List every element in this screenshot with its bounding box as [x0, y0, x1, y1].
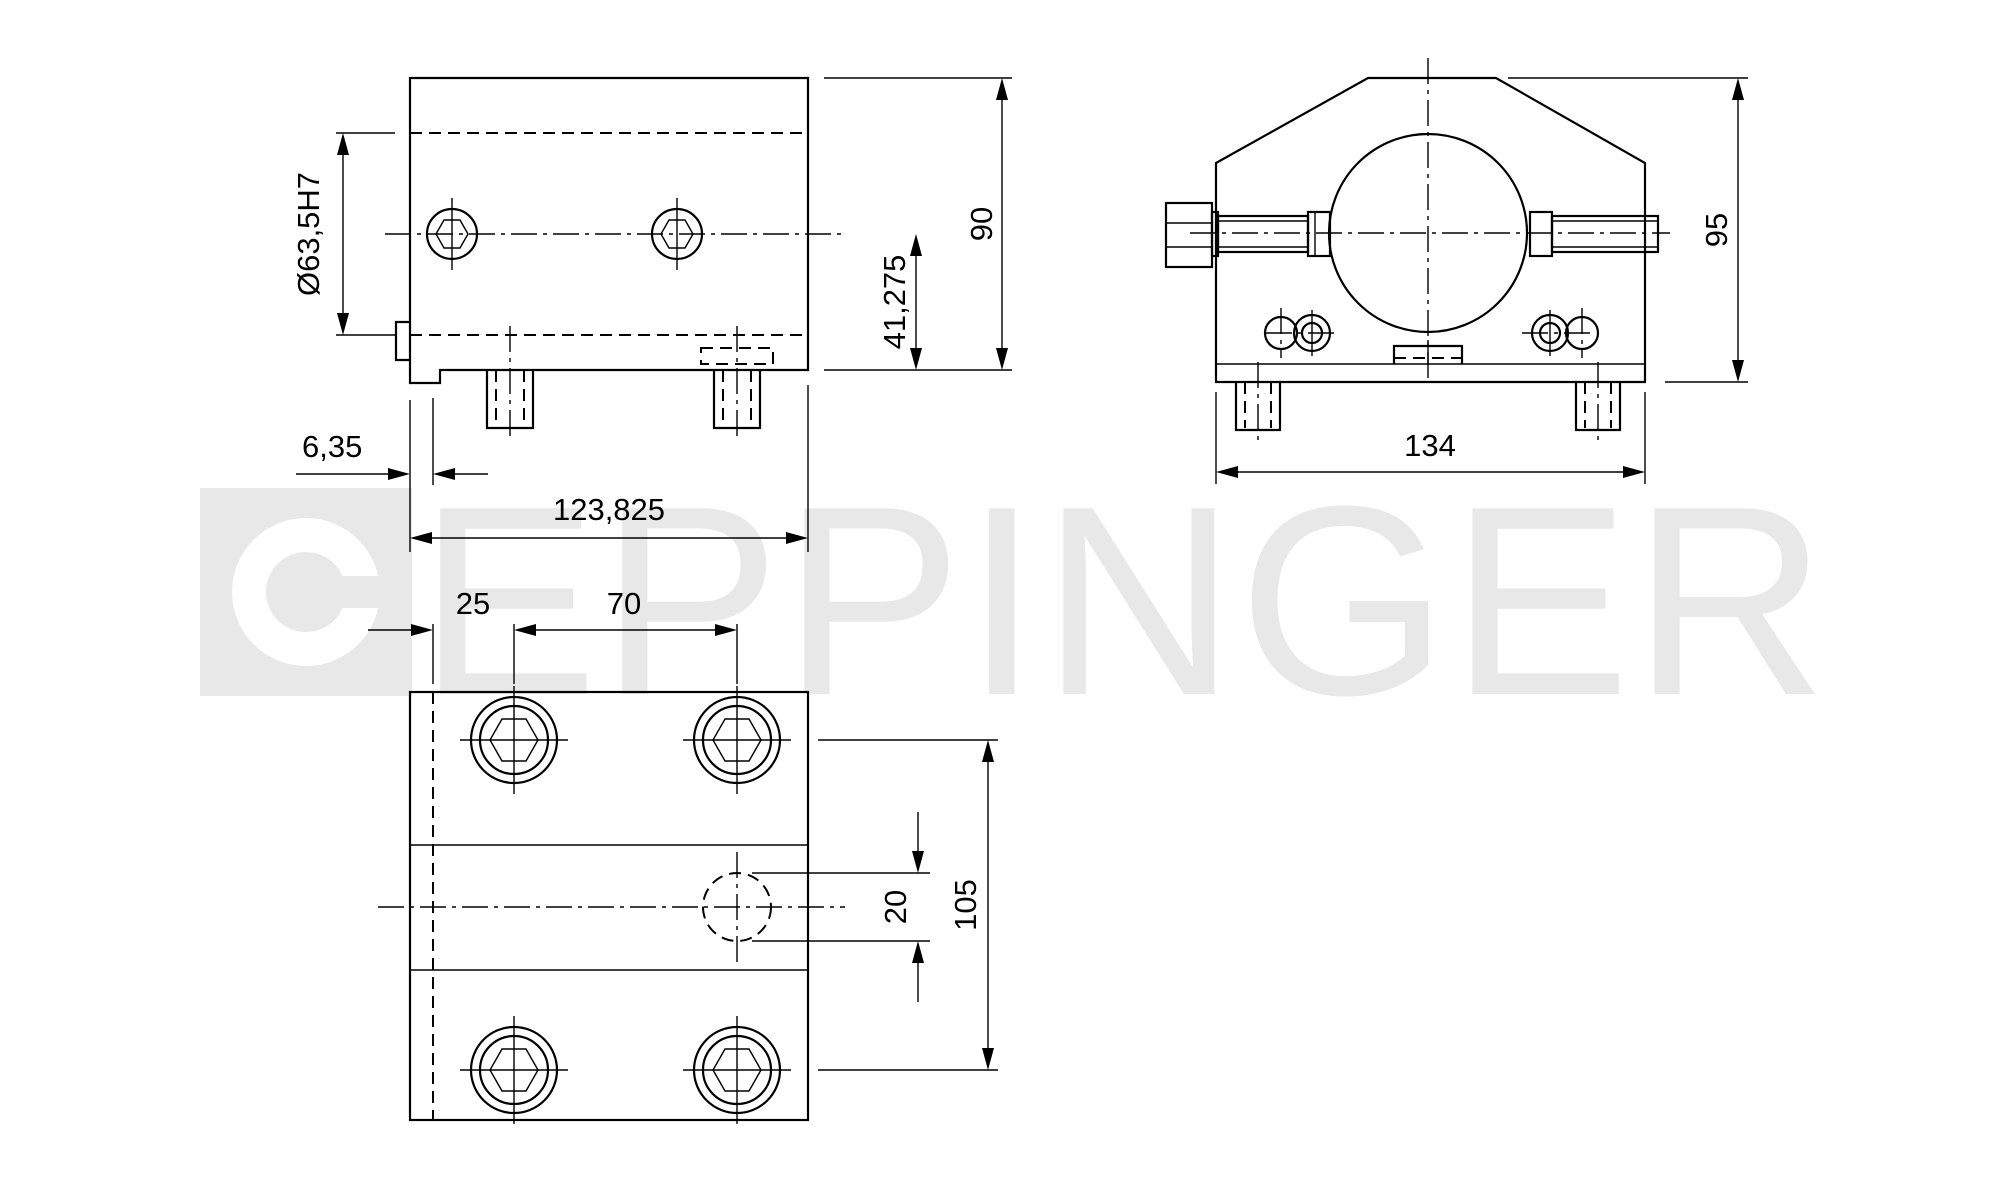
center-height-label: 41,275 — [877, 255, 912, 350]
top-left-bolt-icon — [460, 686, 568, 794]
eppinger-logo-icon — [200, 488, 412, 696]
bottom-right-bolt-icon — [683, 1016, 791, 1124]
offset-label: 6,35 — [302, 429, 362, 464]
pin-diameter-label: 20 — [878, 890, 913, 924]
watermark-text: EPPINGER — [418, 451, 1829, 752]
side-height-label: 90 — [964, 207, 999, 241]
watermark: EPPINGER — [200, 451, 1829, 752]
bore-diameter-label: Ø63,5H7 — [291, 172, 326, 296]
bolt-spacing-label: 70 — [607, 586, 641, 621]
front-width-label: 134 — [1404, 428, 1456, 463]
top-width-label: 105 — [948, 879, 983, 931]
front-height-label: 95 — [1699, 213, 1734, 247]
bottom-left-bolt-icon — [460, 1016, 568, 1124]
top-right-bolt-icon — [683, 686, 791, 794]
side-view: Ø63,5H7 90 41,275 6,35 123,825 — [291, 76, 1012, 552]
length-label: 123,825 — [553, 492, 665, 527]
top-view: 25 70 20 105 — [368, 586, 998, 1124]
top-offset-label: 25 — [456, 586, 490, 621]
front-view: 95 134 — [1164, 58, 1748, 484]
